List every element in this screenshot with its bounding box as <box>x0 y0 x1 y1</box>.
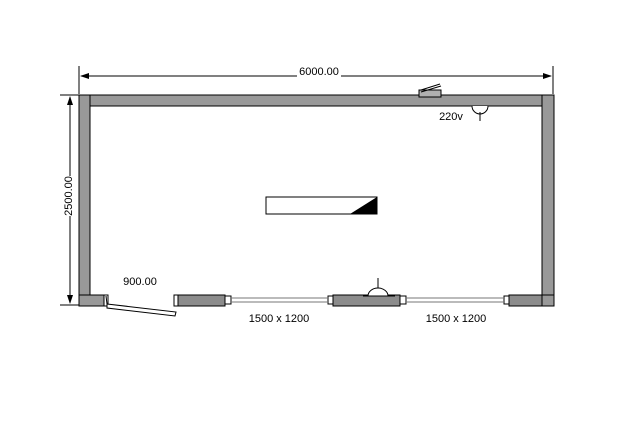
window-1: 1500 x 1200 <box>231 297 328 325</box>
wall-pier-2 <box>332 294 401 307</box>
window-1-label: 1500 x 1200 <box>249 313 310 325</box>
height-label: 2500.00 <box>63 176 75 216</box>
height-dimension: 2500.00 <box>60 94 79 306</box>
door-leaf <box>106 303 177 317</box>
top-wall <box>78 94 555 107</box>
bottom-wall-segment-right <box>541 294 555 307</box>
wall-pier-1 <box>177 294 226 307</box>
light-icon <box>265 196 378 215</box>
door: 900.00 <box>105 276 177 317</box>
socket-icon: 220v <box>439 105 500 123</box>
bottom-wall-segment-left <box>78 294 107 307</box>
bottom-wall <box>78 294 555 307</box>
ac-unit-icon <box>418 83 442 98</box>
width-dimension: 6000.00 <box>78 66 554 94</box>
window-2-label: 1500 x 1200 <box>426 313 487 325</box>
right-wall <box>541 94 555 307</box>
width-label: 6000.00 <box>299 66 339 78</box>
radiator-icon <box>363 278 395 297</box>
left-wall <box>78 94 91 307</box>
wall-pier-3 <box>508 294 544 307</box>
socket-label: 220v <box>439 111 463 123</box>
door-label: 900.00 <box>123 276 157 288</box>
window-2: 1500 x 1200 <box>406 297 504 325</box>
